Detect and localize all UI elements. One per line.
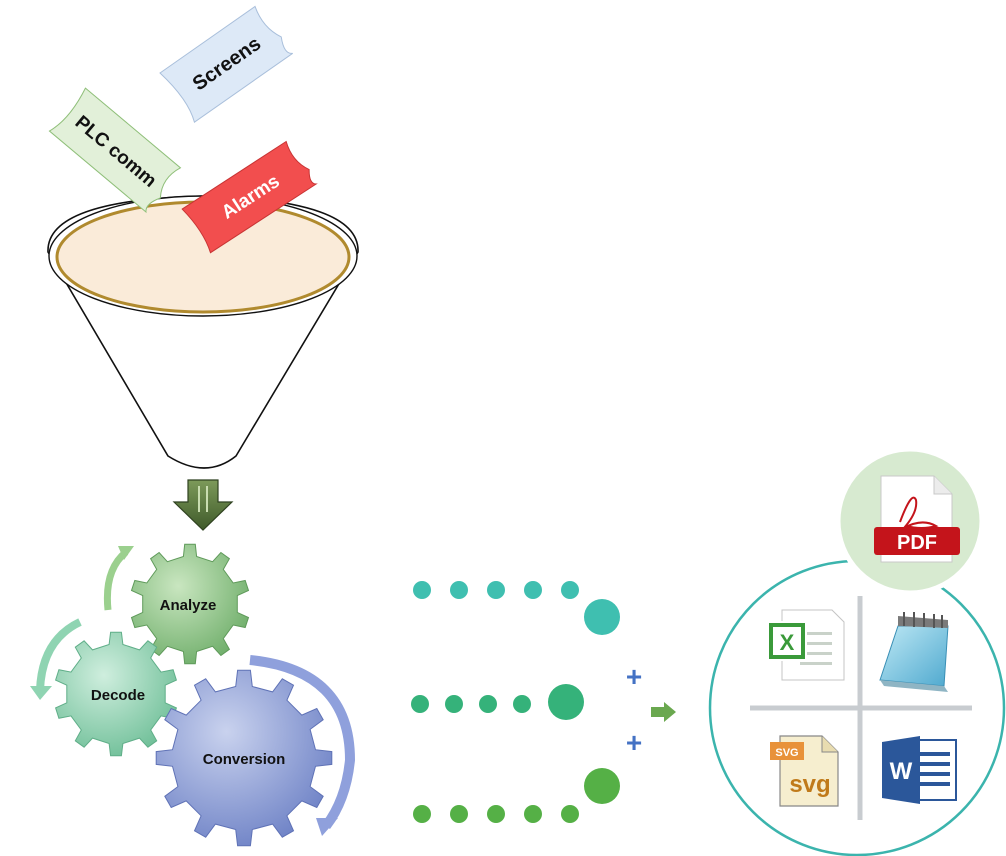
pdf-label: PDF xyxy=(897,532,937,554)
svg-file-icon: SVG svg xyxy=(770,735,839,807)
down-arrow-icon xyxy=(172,479,234,531)
decode-label: Decode xyxy=(91,687,145,704)
excel-icon: X xyxy=(767,609,845,681)
plus-icon-bottom: + xyxy=(626,727,642,758)
analyze-label: Analyze xyxy=(160,597,217,614)
pdf-icon: PDF xyxy=(874,475,960,563)
conversion-label: Conversion xyxy=(203,751,286,768)
gear-decode xyxy=(54,631,178,757)
gearConv-shape xyxy=(155,669,333,847)
pdf-output: PDF xyxy=(835,446,985,596)
plc-comm-tag: PLC comm xyxy=(48,87,182,214)
dot-row-middle xyxy=(411,684,584,720)
funnel xyxy=(47,195,359,469)
svg-badge-label: SVG xyxy=(775,747,798,759)
dot-row-bottom xyxy=(413,768,620,823)
svg-file-label: svg xyxy=(789,771,830,798)
right-arrow-icon xyxy=(651,702,676,722)
excel-letter: X xyxy=(780,630,795,655)
word-letter: W xyxy=(890,758,913,785)
notepad-icon xyxy=(879,612,949,692)
plus-icon-top: + xyxy=(626,661,642,692)
gear-conversion xyxy=(155,669,333,847)
dot-row-top xyxy=(413,581,620,635)
screens-tag: Screens xyxy=(159,5,294,123)
gearAnalyze-shape xyxy=(130,543,250,665)
cycle-arrows xyxy=(30,546,356,836)
output-formats xyxy=(708,559,1006,856)
gear-analyze xyxy=(130,543,250,665)
word-icon: W xyxy=(882,736,957,804)
gearDecode-shape xyxy=(54,631,178,757)
